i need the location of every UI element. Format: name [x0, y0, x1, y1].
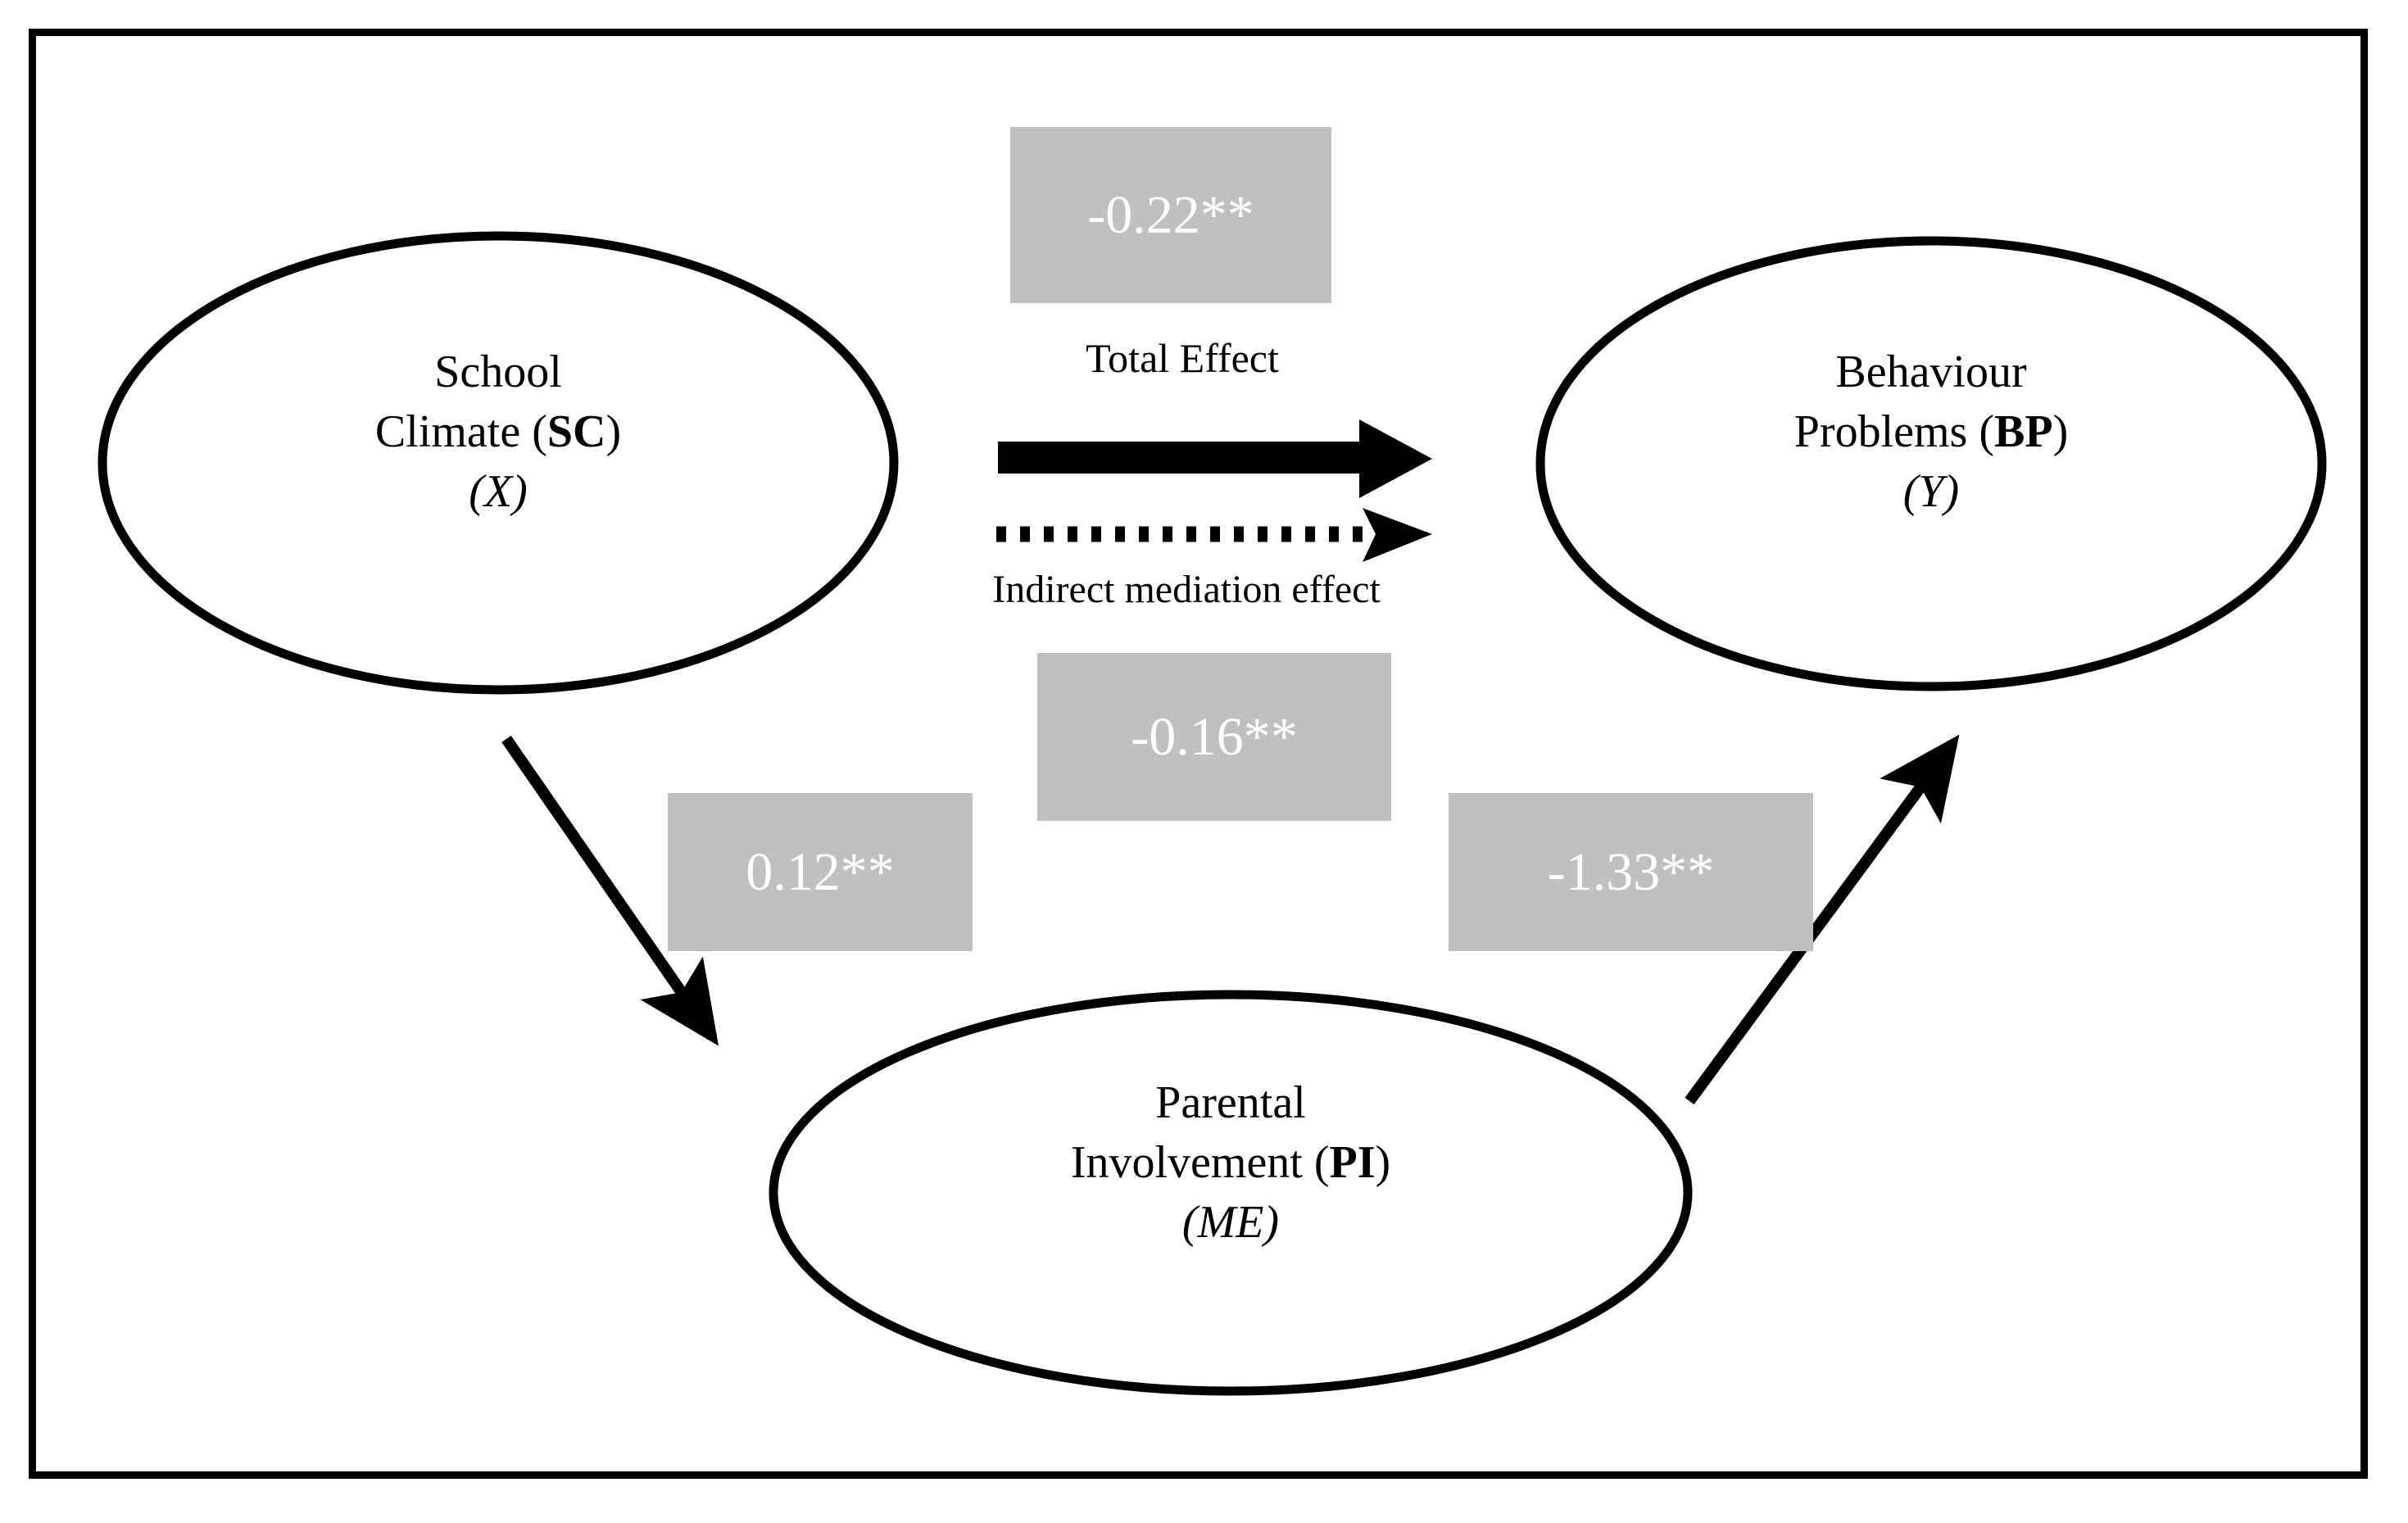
coefficient-value-total-effect: -0.22**: [1087, 184, 1254, 245]
coefficient-value-a-path: 0.12**: [746, 841, 895, 902]
node-label-line-3: (X): [469, 465, 528, 517]
coefficient-value-indirect-effect: -0.16**: [1131, 706, 1298, 767]
total-effect-arrow: [998, 419, 1432, 498]
node-label-line-1: School: [434, 347, 562, 397]
node-label-line-2: Involvement (PI): [1070, 1136, 1391, 1188]
coefficient-box-a-path: 0.12**: [668, 793, 973, 951]
node-ellipse-school-climate: [97, 231, 899, 695]
node-label-line-3: (Y): [1902, 465, 1960, 517]
node-label-line-1: Parental: [1155, 1077, 1306, 1128]
path-label-total-effect: Total Effect: [1086, 335, 1279, 381]
node-label-behaviour-problems: Behaviour Problems (BP) (Y): [1669, 342, 2193, 521]
node-label-line-2: Climate (SC): [374, 406, 622, 457]
coefficient-value-b-path: -1.33**: [1547, 841, 1715, 902]
path-label-indirect-effect: Indirect mediation effect: [992, 568, 1381, 611]
node-label-school-climate: School Climate (SC) (X): [236, 342, 760, 521]
coefficient-box-b-path: -1.33**: [1449, 793, 1813, 951]
b-path-arrow-line: [1685, 734, 1960, 1105]
node-label-parental-involvement: Parental Involvement (PI) (ME): [968, 1073, 1493, 1252]
indirect-effect-arrowhead: [1363, 508, 1432, 562]
node-ellipse-behaviour-problems: [1535, 236, 2327, 691]
a-path-arrow-line: [501, 736, 719, 1046]
node-ellipse-parental-involvement: [769, 990, 1693, 1396]
coefficient-box-total-effect: -0.22**: [1010, 127, 1331, 303]
node-label-line-2: Problems (BP): [1794, 406, 2069, 457]
coefficient-box-indirect-effect: -0.16**: [1037, 653, 1391, 821]
node-label-line-3: (ME): [1181, 1196, 1280, 1248]
node-label-line-1: Behaviour: [1835, 347, 2027, 397]
